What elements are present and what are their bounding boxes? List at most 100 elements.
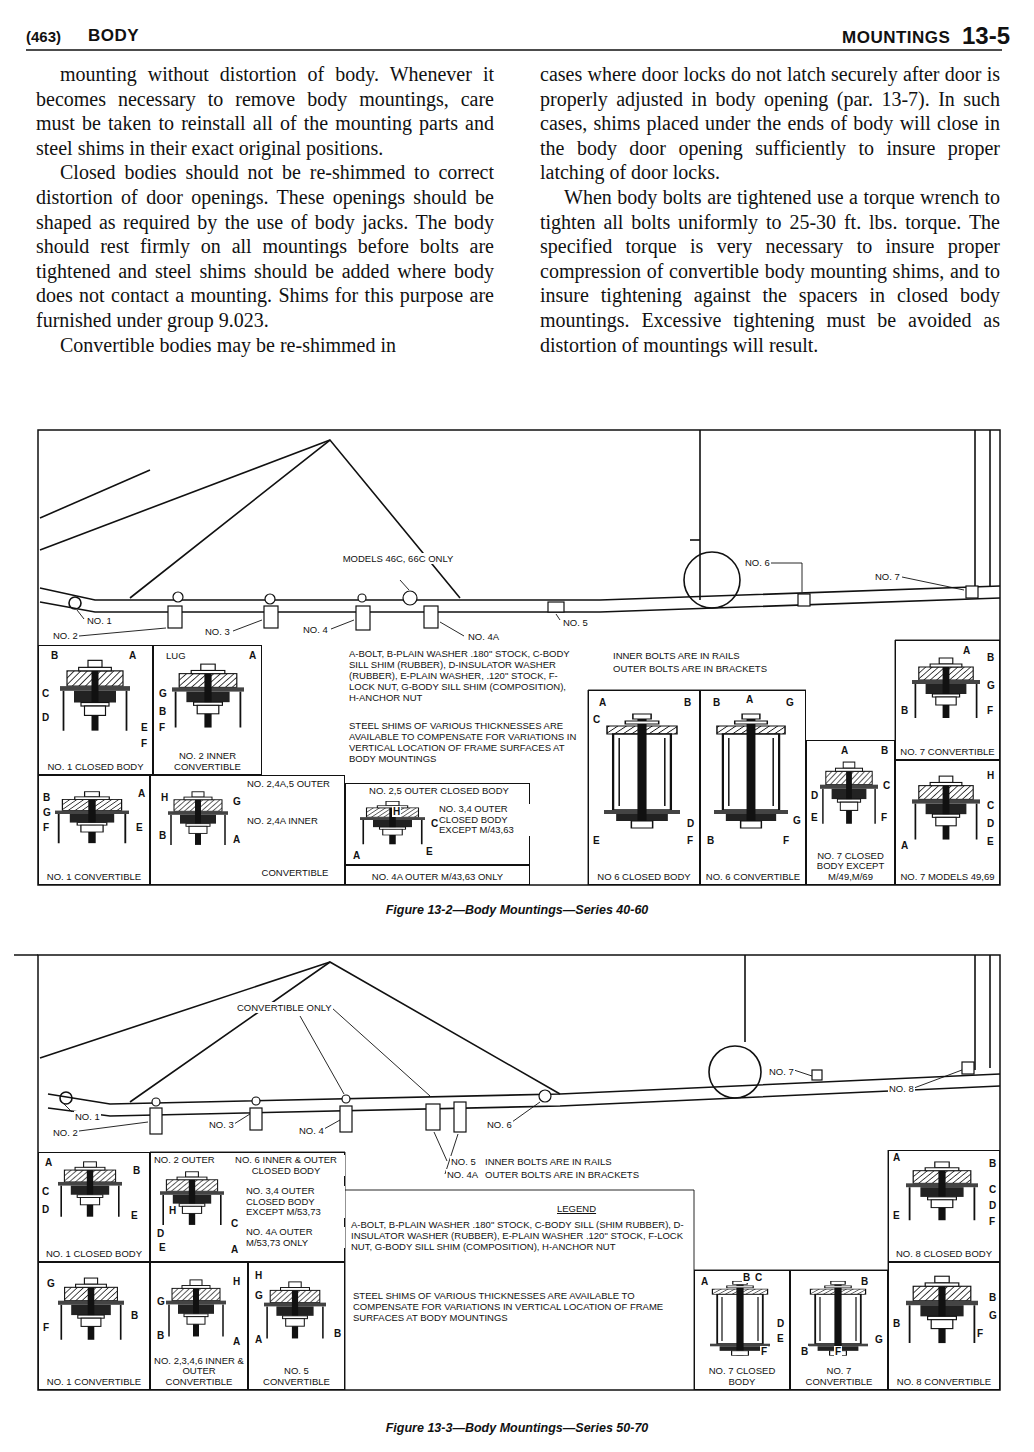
callout-label: NO. 4A (446, 1169, 479, 1180)
part-letter: F (834, 1346, 842, 1357)
mount-detail-panel: NO. 2 OUTERNO. 6 INNER & OUTER CLOSED BO… (150, 1152, 345, 1262)
callout-label: NO. 6 (486, 1119, 513, 1130)
part-letter: F (988, 1216, 996, 1227)
panel-caption: NO. 3,4 OUTER CLOSED BODY EXCEPT M/53,73 (245, 1186, 345, 1218)
part-letter: D (41, 1204, 50, 1215)
part-letter: A (137, 788, 146, 799)
legend-note: A-BOLT, B-PLAIN WASHER .180" STOCK, C-BO… (350, 1219, 692, 1252)
part-letter: A (232, 834, 241, 845)
part-letter: E (592, 835, 601, 846)
part-letter: H (392, 806, 401, 817)
part-letter: A (962, 645, 971, 656)
part-letter: A (44, 1157, 53, 1168)
part-letter: E (135, 822, 144, 833)
part-letter: A (745, 694, 754, 705)
callout-label: NO. 6 (744, 557, 771, 568)
part-letter: A (840, 745, 849, 756)
part-letter: G (46, 1278, 56, 1289)
callout-label: NO. 7 (874, 571, 901, 582)
part-letter: E (140, 722, 149, 733)
figure-caption: Figure 13-2—Body Mountings—Series 40-60 (217, 903, 817, 917)
part-letter: G (158, 688, 168, 699)
part-letter: B (132, 1165, 141, 1176)
part-letter: E (986, 836, 995, 847)
callout-label: CONVERTIBLE ONLY (236, 1002, 333, 1013)
panel-caption: NO. 4A OUTER M/43,63 ONLY (348, 872, 527, 883)
part-letter: D (156, 1228, 165, 1239)
callout-label: NO. 4 (298, 1125, 325, 1136)
mount-detail-panel: NO. 2 INNER CONVERTIBLE (153, 645, 262, 775)
part-letter: B (130, 1310, 139, 1321)
callout-label: NO. 1 (74, 1111, 101, 1122)
callout-label: NO. 8 (888, 1083, 915, 1094)
panel-caption: NO. 4A OUTER M/53,73 ONLY (245, 1227, 345, 1248)
callout-label: LUG (165, 650, 187, 661)
panel-caption: NO. 6 CONVERTIBLE (703, 872, 803, 883)
part-letter: A (254, 1334, 263, 1345)
part-letter: B (988, 1158, 997, 1169)
part-letter: E (130, 1210, 139, 1221)
legend-heading: LEGEND (556, 1203, 597, 1214)
part-letter: A (248, 650, 257, 661)
part-letter: B (42, 792, 51, 803)
panel-caption: NO. 2,5 OUTER CLOSED BODY (349, 786, 529, 797)
callout-label: NO. 2 (52, 630, 79, 641)
part-letter: H (232, 1276, 241, 1287)
part-letter: F (42, 822, 50, 833)
part-letter: F (976, 1328, 984, 1339)
part-letter: B (706, 835, 715, 846)
callout-label: NO. 1 (86, 615, 113, 626)
part-letter: G (988, 1310, 998, 1321)
part-letter: B (800, 1346, 809, 1357)
part-letter: F (760, 1346, 768, 1357)
part-letter: E (810, 812, 819, 823)
mount-detail-panel: NO. 1 CLOSED BODY (38, 645, 153, 775)
part-letter: F (158, 722, 166, 733)
part-letter: F (880, 812, 888, 823)
callout-label: OUTER BOLTS ARE IN BRACKETS (612, 663, 768, 674)
part-letter: H (160, 792, 169, 803)
part-letter: F (140, 738, 148, 749)
panel-caption: NO. 1 CONVERTIBLE (41, 872, 147, 883)
mount-detail-panel: NO. 7 MODELS 49,69 (895, 760, 1000, 885)
panel-caption: CONVERTIBLE (246, 868, 344, 879)
callout-label: NO. 7 (768, 1066, 795, 1077)
part-letter: D (41, 712, 50, 723)
callout-label: NO. 3 (208, 1119, 235, 1130)
text-column: cases where door locks do not latch secu… (540, 62, 1000, 357)
part-letter: D (988, 1200, 997, 1211)
part-letter: H (168, 1205, 177, 1216)
body-paragraph: cases where door locks do not latch secu… (540, 62, 1000, 185)
body-paragraph: When body bolts are tightened use a torq… (540, 185, 1000, 357)
part-letter: F (782, 835, 790, 846)
panel-caption: NO. 7 MODELS 49,69 (898, 872, 997, 883)
mount-detail-panel: NO. 6 CONVERTIBLE (700, 690, 806, 885)
mount-detail-panel: NO. 7 CLOSED BODY (694, 1270, 790, 1390)
part-letter: C (230, 1218, 239, 1229)
part-letter: B (712, 697, 721, 708)
page-section-number: 13-5 (962, 22, 1010, 50)
figure-caption: Figure 13-3—Body Mountings—Series 50-70 (217, 1421, 817, 1435)
part-letter: A (598, 697, 607, 708)
panel-caption: NO. 1 CLOSED BODY (41, 762, 150, 773)
part-letter: C (430, 818, 439, 829)
part-letter: G (42, 807, 52, 818)
panel-caption: NO. 7 CLOSED BODY (697, 1366, 787, 1387)
mount-detail-panel: NO. 2,4A,5 OUTERNO. 2,4A INNERCONVERTIBL… (150, 775, 345, 885)
panel-caption: NO. 7 CONVERTIBLE (898, 747, 997, 758)
part-letter: G (156, 1296, 166, 1307)
section-heading: MOUNTINGS (842, 28, 950, 48)
mount-detail-panel: NO 6 CLOSED BODY (588, 690, 700, 885)
part-letter: D (686, 818, 695, 829)
part-letter: B (156, 1330, 165, 1341)
panel-caption: NO. 3,4 OUTER CLOSED BODY EXCEPT M/43,63 (438, 804, 530, 836)
part-letter: B (880, 745, 889, 756)
part-letter: G (785, 697, 795, 708)
section-heading: BODY (88, 26, 139, 46)
part-letter: E (425, 846, 434, 857)
mount-detail-panel: NO. 4A OUTER M/43,63 ONLY (345, 865, 530, 885)
panel-caption: NO. 2,4A INNER (246, 816, 344, 827)
part-letter: A (230, 1244, 239, 1255)
part-letter: B (333, 1328, 342, 1339)
part-letter: G (232, 796, 242, 807)
